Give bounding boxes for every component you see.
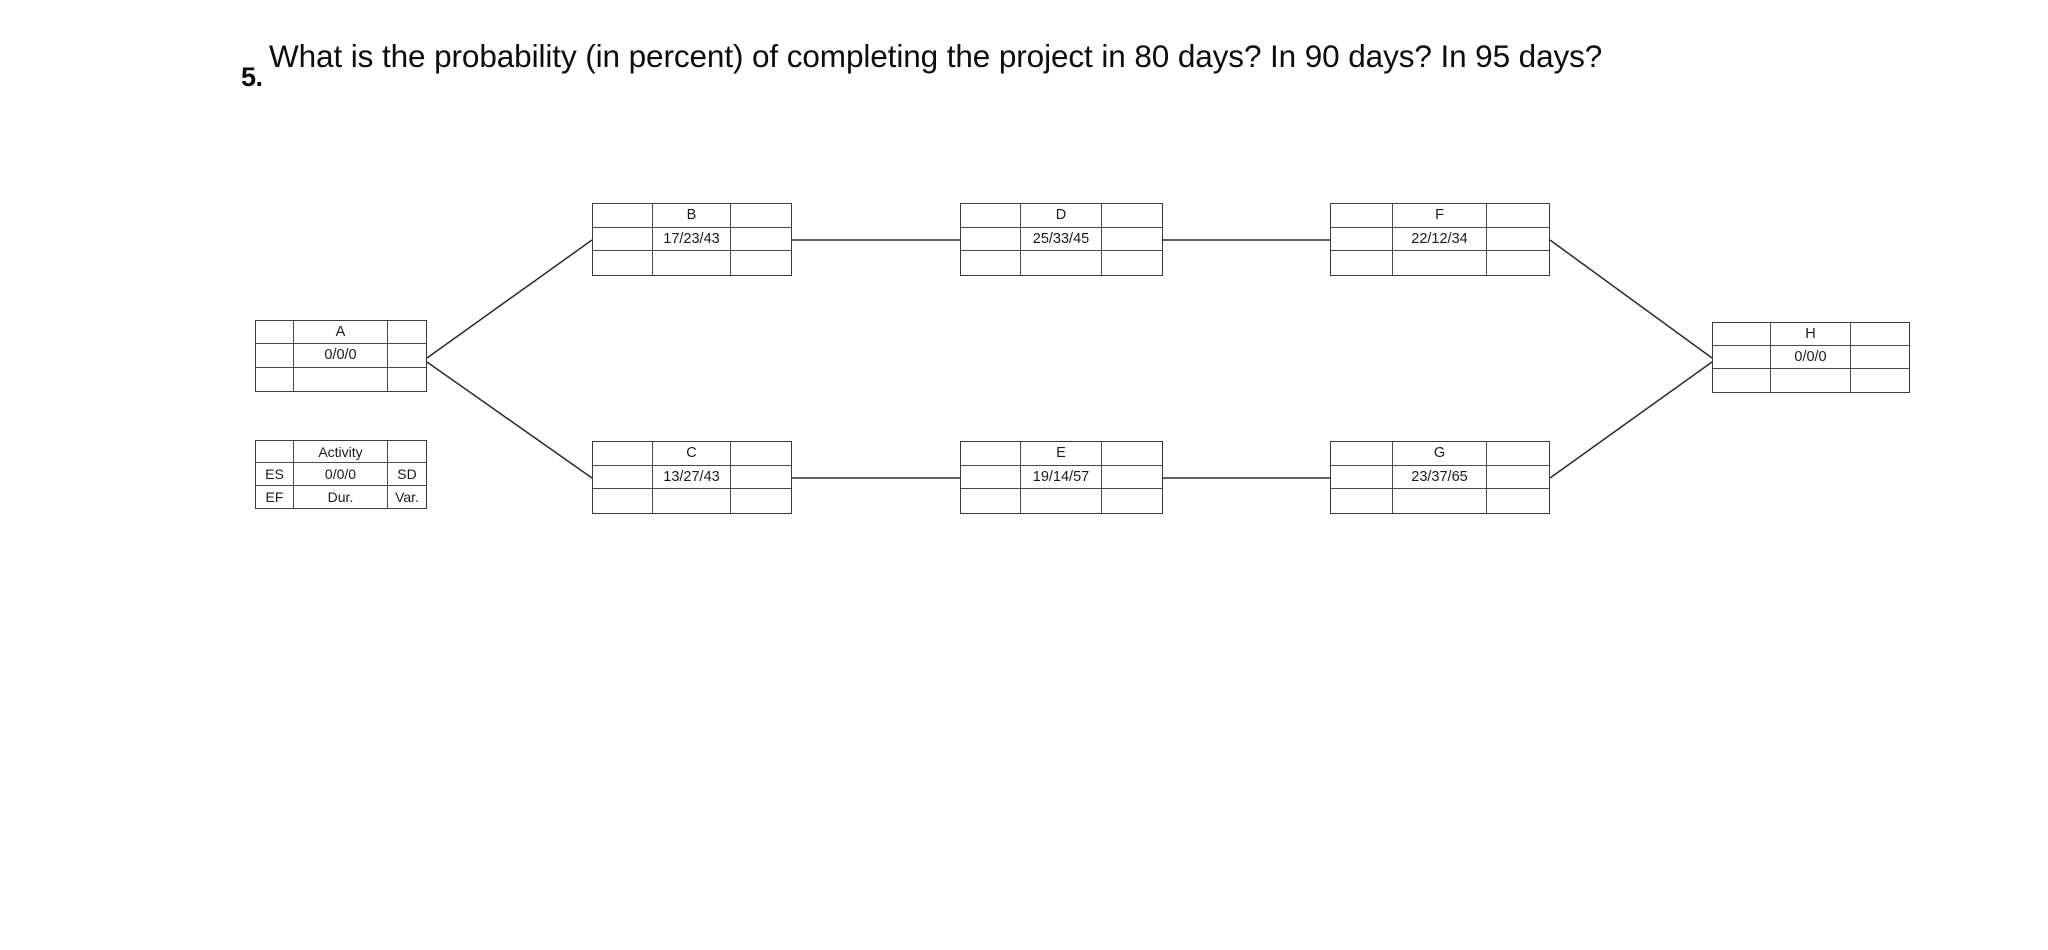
node-g-cell-mid-right — [1487, 466, 1549, 490]
node-e-cell-top-right — [1102, 442, 1162, 466]
node-d-value: 25/33/45 — [1021, 227, 1102, 252]
node-d-cell-bot-left — [961, 251, 1021, 275]
node-e-cell-mid-left — [961, 465, 1021, 490]
legend-es-label: ES — [256, 463, 294, 486]
edge-a-to-b — [426, 239, 593, 359]
legend-cell-top-left — [256, 441, 294, 464]
node-h-cell-bot-mid — [1771, 369, 1851, 392]
node-c-cell-top-right — [731, 442, 791, 466]
node-b-cell-top-right — [731, 204, 791, 228]
node-a[interactable]: A 0/0/0 — [255, 320, 427, 392]
node-g[interactable]: G 23/37/65 — [1330, 441, 1550, 514]
node-d-cell-bot-right — [1102, 251, 1162, 275]
node-c-value: 13/27/43 — [653, 465, 731, 490]
node-h-cell-mid-right — [1851, 346, 1909, 369]
node-g-value: 23/37/65 — [1393, 465, 1487, 490]
node-c-cell-bot-mid — [653, 489, 731, 513]
node-g-label: G — [1393, 442, 1487, 466]
node-e-cell-bot-mid — [1021, 489, 1102, 513]
node-f-cell-bot-right — [1487, 251, 1549, 275]
node-d-cell-mid-left — [961, 227, 1021, 252]
node-c-label: C — [653, 442, 731, 466]
node-a-label: A — [294, 321, 388, 345]
node-h-cell-mid-left — [1713, 346, 1771, 369]
legend-key-box: Activity ES 0/0/0 SD EF Dur. Var. — [255, 440, 427, 509]
node-e-cell-mid-right — [1102, 466, 1162, 490]
node-d[interactable]: D 25/33/45 — [960, 203, 1163, 276]
node-a-cell-mid-left — [256, 344, 294, 368]
node-b[interactable]: B 17/23/43 — [592, 203, 792, 276]
legend-activity-label: Activity — [294, 441, 388, 464]
node-h-cell-bot-left — [1713, 369, 1771, 392]
node-e-cell-bot-right — [1102, 489, 1162, 513]
node-h-cell-bot-right — [1851, 369, 1909, 392]
node-f-cell-mid-right — [1487, 228, 1549, 252]
node-f-cell-mid-left — [1331, 227, 1393, 252]
legend-dur-label: Dur. — [294, 485, 388, 508]
node-a-value: 0/0/0 — [294, 344, 388, 368]
node-h-label: H — [1771, 323, 1851, 346]
node-c-cell-bot-right — [731, 489, 791, 513]
node-f-value: 22/12/34 — [1393, 227, 1487, 252]
legend-value: 0/0/0 — [294, 463, 388, 486]
edge-g-to-h — [1549, 361, 1713, 479]
node-e-cell-top-left — [961, 442, 1021, 466]
legend-sd-label: SD — [388, 463, 426, 486]
node-g-cell-mid-left — [1331, 465, 1393, 490]
node-c[interactable]: C 13/27/43 — [592, 441, 792, 514]
node-a-cell-bot-mid — [294, 367, 388, 391]
node-b-cell-bot-mid — [653, 251, 731, 275]
node-b-cell-mid-left — [593, 227, 653, 252]
node-h-cell-top-right — [1851, 323, 1909, 346]
node-g-cell-bot-left — [1331, 489, 1393, 513]
node-e-value: 19/14/57 — [1021, 465, 1102, 490]
legend-var-label: Var. — [395, 488, 419, 505]
node-c-cell-mid-left — [593, 465, 653, 490]
legend-cell-top-right — [388, 441, 426, 464]
node-b-cell-top-left — [593, 204, 653, 228]
node-h-cell-top-left — [1713, 323, 1771, 346]
node-f-cell-bot-mid — [1393, 251, 1487, 275]
legend-ef-label: EF — [256, 485, 294, 508]
node-a-cell-mid-right — [388, 344, 426, 368]
node-c-cell-bot-left — [593, 489, 653, 513]
node-d-cell-mid-right — [1102, 228, 1162, 252]
node-h[interactable]: H 0/0/0 — [1712, 322, 1910, 393]
node-f-cell-top-left — [1331, 204, 1393, 228]
node-g-cell-top-right — [1487, 442, 1549, 466]
node-b-value: 17/23/43 — [653, 227, 731, 252]
node-e-cell-bot-left — [961, 489, 1021, 513]
node-g-cell-bot-mid — [1393, 489, 1487, 513]
node-a-cell-bot-right — [388, 368, 426, 391]
node-e-label: E — [1021, 442, 1102, 466]
node-h-value: 0/0/0 — [1771, 346, 1851, 369]
node-f-label: F — [1393, 204, 1487, 228]
node-a-cell-top-left — [256, 321, 294, 345]
question-text: What is the probability (in percent) of … — [269, 38, 1603, 74]
node-a-cell-top-right — [388, 321, 426, 345]
node-b-cell-mid-right — [731, 228, 791, 252]
node-d-label: D — [1021, 204, 1102, 228]
node-a-cell-bot-left — [256, 367, 294, 391]
node-f-cell-top-right — [1487, 204, 1549, 228]
node-d-cell-top-left — [961, 204, 1021, 228]
node-c-cell-top-left — [593, 442, 653, 466]
node-e[interactable]: E 19/14/57 — [960, 441, 1163, 514]
question-number: 5. — [241, 62, 263, 92]
node-b-label: B — [653, 204, 731, 228]
node-g-cell-bot-right — [1487, 489, 1549, 513]
node-d-cell-top-right — [1102, 204, 1162, 228]
node-d-cell-bot-mid — [1021, 251, 1102, 275]
node-f[interactable]: F 22/12/34 — [1330, 203, 1550, 276]
node-b-cell-bot-left — [593, 251, 653, 275]
node-g-cell-top-left — [1331, 442, 1393, 466]
edge-a-to-c — [426, 361, 593, 479]
node-f-cell-bot-left — [1331, 251, 1393, 275]
node-b-cell-bot-right — [731, 251, 791, 275]
node-c-cell-mid-right — [731, 466, 791, 490]
edge-f-to-h — [1549, 239, 1713, 359]
